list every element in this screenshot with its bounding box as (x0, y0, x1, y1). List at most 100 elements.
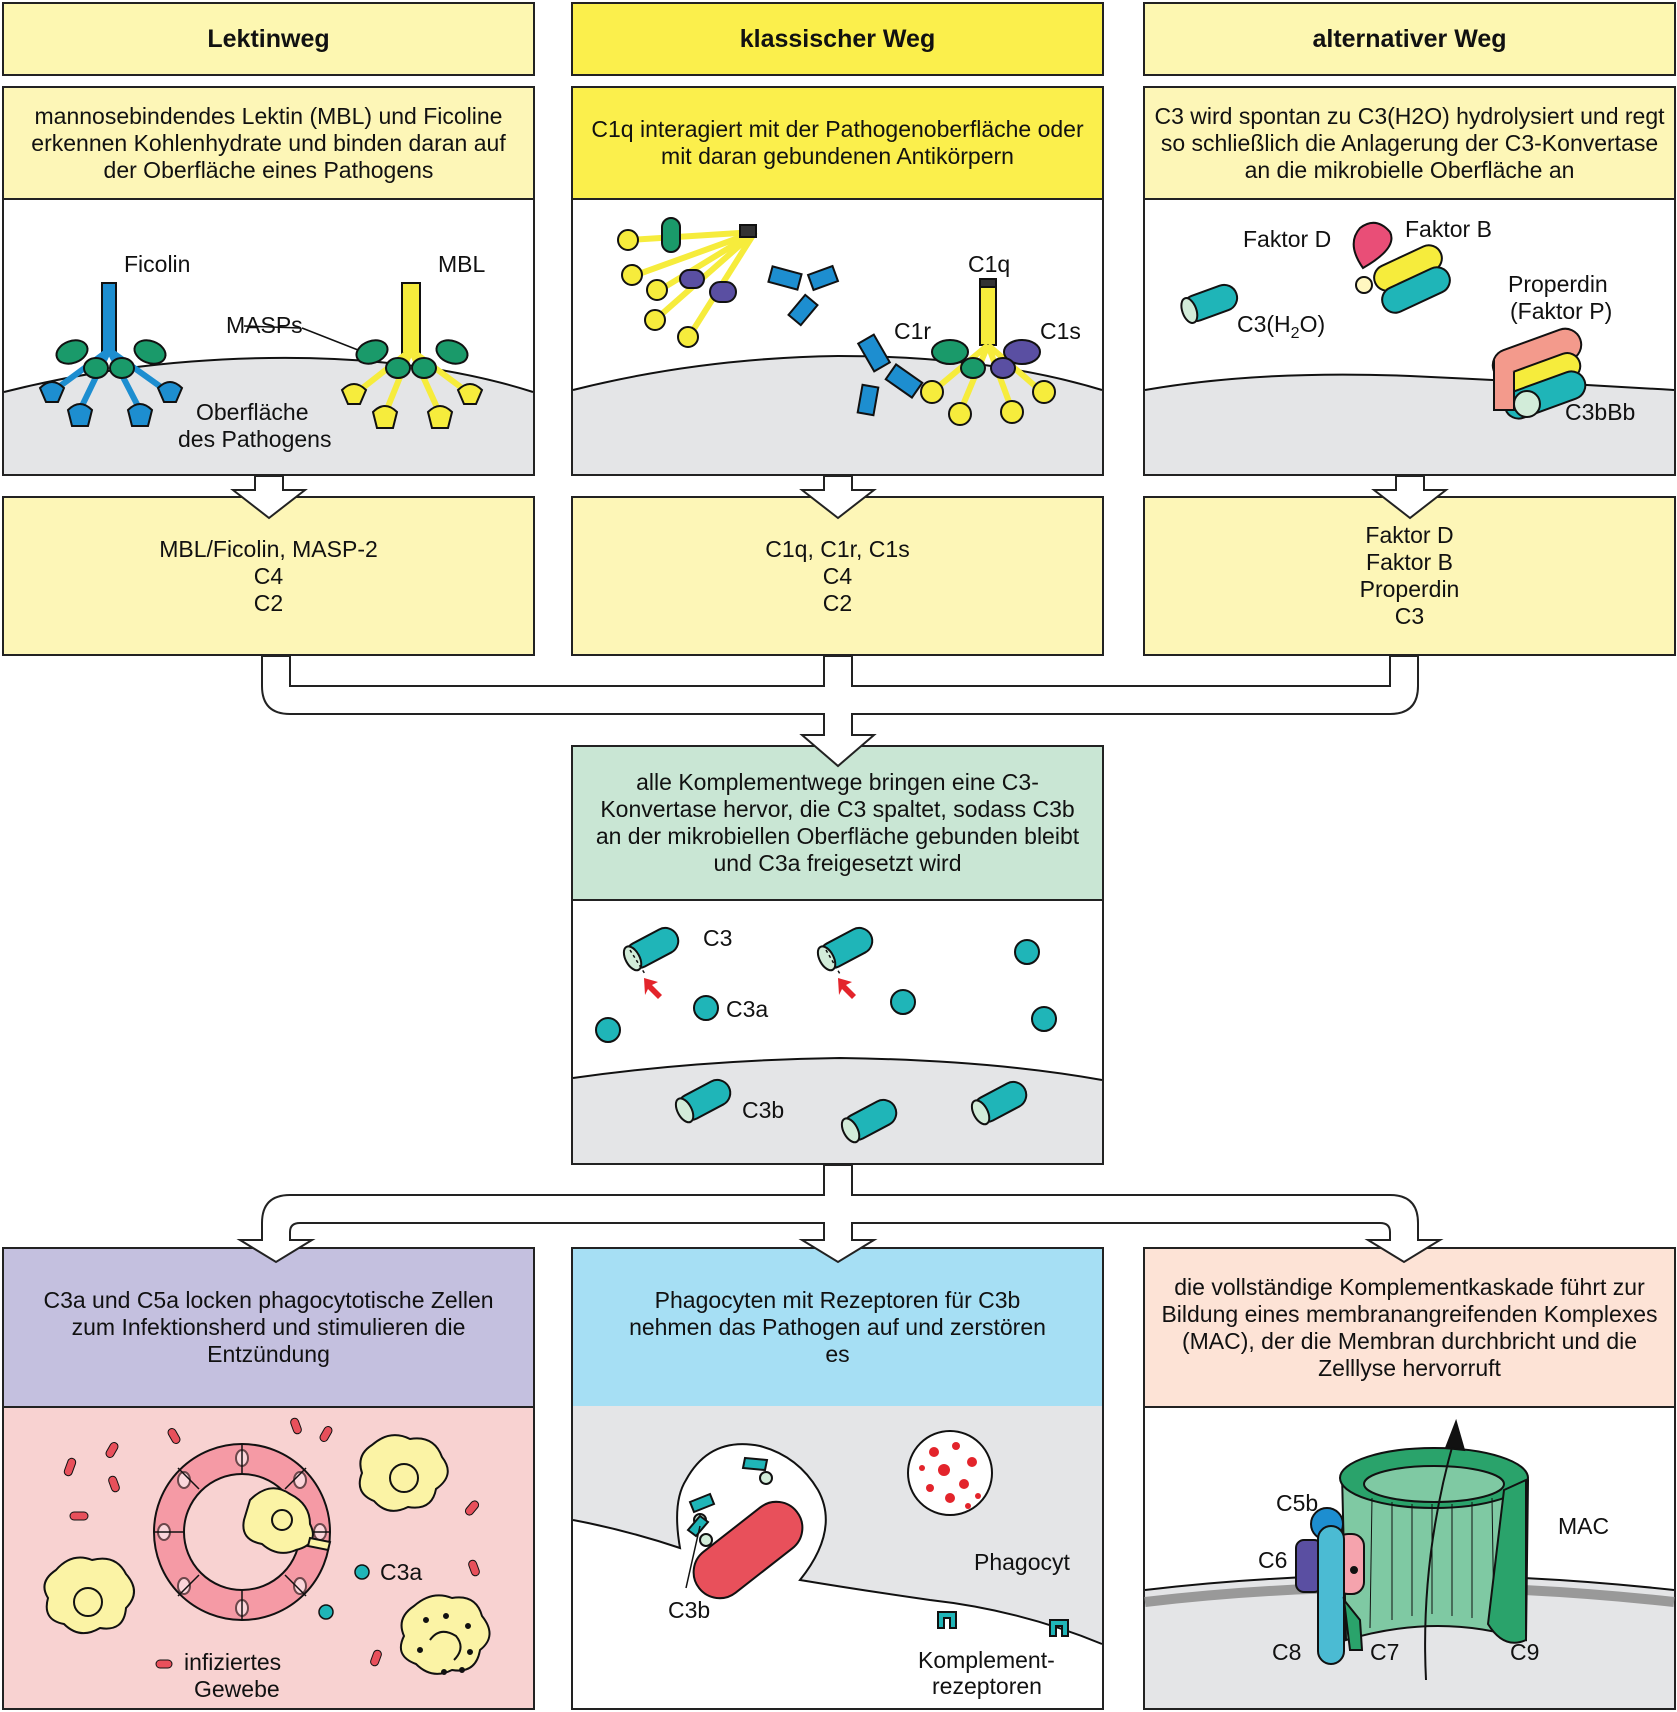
phagocyte-cell (242, 1487, 332, 1554)
mac-lysis-arrow (1424, 1418, 1466, 1681)
c3b-receptor-complexes (686, 1456, 773, 1547)
component-line: C2 (822, 589, 853, 616)
c3-label: C3 (703, 925, 732, 951)
complement-receptors (937, 1611, 1069, 1637)
convergence-arrow (261, 655, 1419, 768)
header-klassischer-weg: klassischer Weg (571, 2, 1104, 76)
mbl-label: MBL (438, 251, 486, 277)
component-line: MBL/Ficolin, MASP-2 (159, 535, 378, 562)
component-line: C1q, C1r, C1s (765, 535, 910, 562)
inflammation-illustration: C3a infiziertes Gewebe (43, 1417, 491, 1702)
bound-c1-complex (920, 278, 1056, 426)
lysis-description: die vollständige Komplementkaskade führt… (1145, 1249, 1674, 1408)
lysosome (907, 1430, 993, 1516)
ficolin-label: Ficolin (124, 251, 190, 277)
phagocytosis-illustration: C3b Phagocyt Komplement- rezeptoren (572, 1406, 1103, 1699)
c8-label: C8 (1272, 1639, 1301, 1665)
convergence-description: alle Komplementwege bringen eine C3-Konv… (573, 747, 1102, 901)
lectin-illustration: Ficolin MBL MASPs Oberfläche des Pathoge… (3, 251, 534, 474)
c3a-fragment (595, 1017, 621, 1043)
c3a-fragment (693, 995, 719, 1021)
c6-label: C6 (1258, 1547, 1287, 1573)
ficolin-molecule (38, 282, 184, 427)
receptors-label-2: rezeptoren (932, 1673, 1042, 1699)
inflammation-description: C3a und C5a locken phagocytotische Zelle… (4, 1249, 533, 1408)
c3h2o-molecule (1177, 280, 1242, 327)
component-line: C4 (822, 562, 853, 589)
alternative-illustration: Faktor D Faktor B C3(H2O) Properdin (Fak… (1144, 216, 1675, 474)
c3a-label: C3a (380, 1559, 422, 1585)
factor-d-label: Faktor D (1243, 226, 1331, 252)
phagocyte-cell (43, 1556, 135, 1635)
component-line: C2 (253, 589, 284, 616)
c7-label: C7 (1370, 1639, 1399, 1665)
tissue-label-1: infiziertes (184, 1649, 281, 1675)
free-c1-complex (617, 217, 758, 348)
c1s-label: C1s (1040, 318, 1081, 344)
phagocyte-cell (400, 1594, 491, 1675)
alternative-description: C3 wird spontan zu C3(H2O) hydrolysiert … (1145, 88, 1674, 200)
c1r-label: C1r (894, 318, 931, 344)
c5b-c6-c7-c8-complex (1295, 1507, 1365, 1665)
bacterium (692, 1500, 804, 1600)
c1q-label: C1q (968, 251, 1010, 277)
c3b-label: C3b (742, 1097, 784, 1123)
cleavage-arrow (644, 978, 662, 999)
classical-description: C1q interagiert mit der Pathogenoberfläc… (573, 88, 1102, 200)
bound-c1r-c1s-fragments (856, 333, 924, 417)
factor-d-molecule (1352, 221, 1393, 270)
component-line: Faktor B (1366, 549, 1453, 575)
header-lektinweg: Lektinweg (2, 2, 535, 76)
c3a-particles (318, 1564, 370, 1620)
factor-b-label: Faktor B (1405, 216, 1492, 242)
properdin-label-1: Properdin (1508, 271, 1608, 297)
bacteria-fragments (63, 1417, 480, 1669)
convergence-illustration: C3 C3a C3b (572, 922, 1103, 1163)
surface-label-1: Oberfläche (196, 399, 309, 425)
surface-label-2: des Pathogens (178, 426, 331, 452)
c5b-label: C5b (1276, 1490, 1318, 1516)
c3a-fragment (890, 989, 916, 1015)
receptors-label-1: Komplement- (918, 1647, 1055, 1673)
lysis-illustration: C5b C6 C8 C7 C9 MAC (1144, 1418, 1675, 1708)
c9-label: C9 (1510, 1639, 1539, 1665)
c3bbb-label: C3bBb (1565, 399, 1635, 425)
c3-molecule (619, 922, 684, 975)
classical-components: C1q, C1r, C1s C4 C2 (571, 496, 1104, 656)
masps-label: MASPs (226, 312, 303, 338)
down-arrow-lectin (230, 475, 308, 520)
c3a-fragment (1031, 1006, 1057, 1032)
c3-molecule (813, 922, 878, 975)
phagocyte-label: Phagocyt (974, 1549, 1071, 1575)
tissue-label-2: Gewebe (194, 1676, 280, 1702)
mac-pore (1339, 1447, 1530, 1644)
down-arrow-classical (799, 475, 877, 520)
c3bbb-properdin-complex (1491, 327, 1587, 420)
phagocyte-cell (358, 1434, 449, 1512)
factor-b-molecule (1355, 244, 1451, 314)
lectin-components: MBL/Ficolin, MASP-2 C4 C2 (2, 496, 535, 656)
mbl-molecule (340, 282, 484, 429)
divergence-arrow (236, 1164, 1444, 1264)
c3a-fragment (1014, 939, 1040, 965)
component-line: Properdin (1359, 576, 1460, 602)
component-line: Faktor D (1365, 522, 1454, 548)
c3b-label: C3b (668, 1597, 710, 1623)
free-c1r-c1s-fragments (767, 264, 840, 327)
header-alternativer-weg: alternativer Weg (1143, 2, 1676, 76)
cleavage-arrow (838, 978, 856, 999)
header-label: klassischer Weg (739, 24, 936, 53)
classical-illustration: C1q C1r C1s (572, 217, 1103, 474)
header-label: alternativer Weg (1312, 24, 1507, 53)
c3h2o-label: C3(H2O) (1237, 311, 1325, 342)
component-line: C4 (253, 562, 284, 589)
mac-label: MAC (1558, 1513, 1609, 1539)
header-label: Lektinweg (207, 24, 330, 53)
down-arrow-alternative (1371, 475, 1449, 520)
alternative-components: Faktor D Faktor B Properdin C3 (1143, 496, 1676, 656)
c3a-label: C3a (726, 996, 768, 1022)
lectin-description: mannosebindendes Lektin (MBL) und Ficoli… (4, 88, 533, 200)
phagocytosis-description: Phagocyten mit Rezeptoren für C3b nehmen… (573, 1249, 1102, 1408)
component-line: C3 (1394, 603, 1425, 629)
properdin-label-2: (Faktor P) (1510, 298, 1612, 324)
